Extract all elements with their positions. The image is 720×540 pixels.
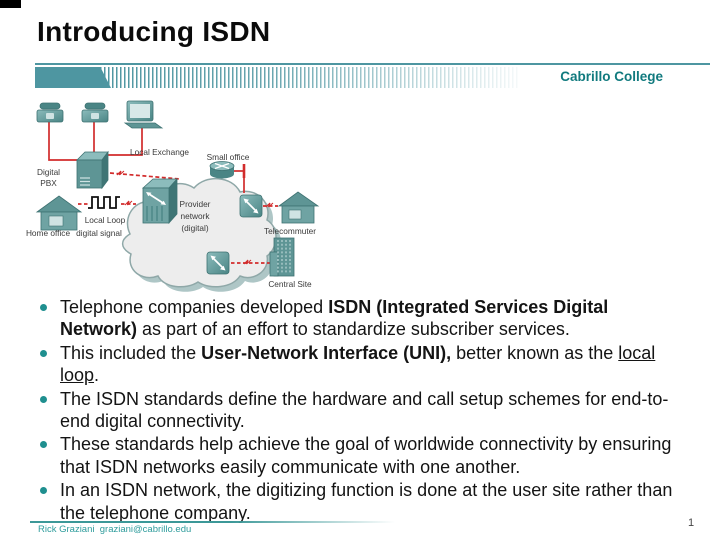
house-icon: [35, 195, 83, 231]
footer-credit: Rick Graziani graziani@cabrillo.edu: [38, 524, 192, 535]
phone-icon: [81, 102, 109, 123]
router-icon: [209, 161, 235, 179]
bullet-item: These standards help achieve the goal of…: [40, 433, 695, 478]
bullet-item: Telephone companies developed ISDN (Inte…: [40, 296, 695, 341]
phone-icon: [36, 102, 64, 123]
bullet-text: In an ISDN network, the digitizing funct…: [60, 480, 673, 523]
switch-icon: [206, 251, 230, 275]
label-digital-pbx: PBX: [40, 178, 57, 188]
bullet-text: The ISDN standards define the hardware a…: [60, 388, 669, 432]
label-home-office: Home office: [26, 228, 71, 238]
bullet-dot: [40, 349, 47, 357]
label-telecommuter: Telecommuter: [264, 226, 316, 236]
bullet-item: In an ISDN network, the digitizing funct…: [40, 479, 695, 524]
label-local-exchange: Local Exchange: [130, 147, 189, 157]
bullet-item: This included the User-Network Interface…: [40, 342, 695, 387]
switch-icon: [141, 177, 178, 225]
header-band-stripes: [100, 67, 520, 88]
bullet-item: The ISDN standards define the hardware a…: [40, 388, 695, 433]
switch-icon: [239, 194, 263, 218]
bullet-dot: [40, 441, 47, 449]
label-central-site: Central Site: [268, 279, 312, 289]
circuit-zigzag-marks: [116, 170, 274, 265]
bullet-dot: [40, 304, 47, 311]
isdn-network-diagram: Digital PBX Local Exchange Small office …: [26, 100, 320, 292]
label-digital-pbx: Digital: [37, 167, 60, 177]
page-number: 1: [688, 517, 695, 529]
label-local-loop: Local Loop: [85, 215, 126, 225]
corner-mark: [0, 0, 21, 8]
bullet-dot: [40, 487, 47, 495]
bullet-text: These standards help achieve the goal of…: [60, 434, 672, 477]
bullet-list: Telephone companies developed ISDN (Inte…: [40, 296, 695, 525]
label-provider-network: Provider: [180, 199, 211, 209]
footer-divider: [30, 521, 395, 523]
label-local-loop: digital signal: [76, 228, 122, 238]
label-small-office: Small office: [207, 152, 250, 162]
bullet-text: This included the User-Network Interface…: [60, 342, 656, 386]
bullet-dot: [40, 395, 47, 403]
square-wave-icon: [88, 196, 120, 209]
page-title: Introducing ISDN: [37, 16, 271, 47]
brand-text: Cabrillo College: [560, 69, 663, 84]
header-band-line: [35, 63, 710, 65]
label-provider-network: (digital): [181, 223, 208, 233]
bullet-text: Telephone companies developed ISDN (Inte…: [60, 297, 609, 340]
label-provider-network: network: [180, 211, 210, 221]
header-band-solid: [35, 67, 111, 88]
computer-icon: [123, 100, 164, 129]
building-icon: [269, 237, 295, 277]
pbx-icon: [76, 150, 109, 190]
house-icon: [277, 191, 320, 224]
